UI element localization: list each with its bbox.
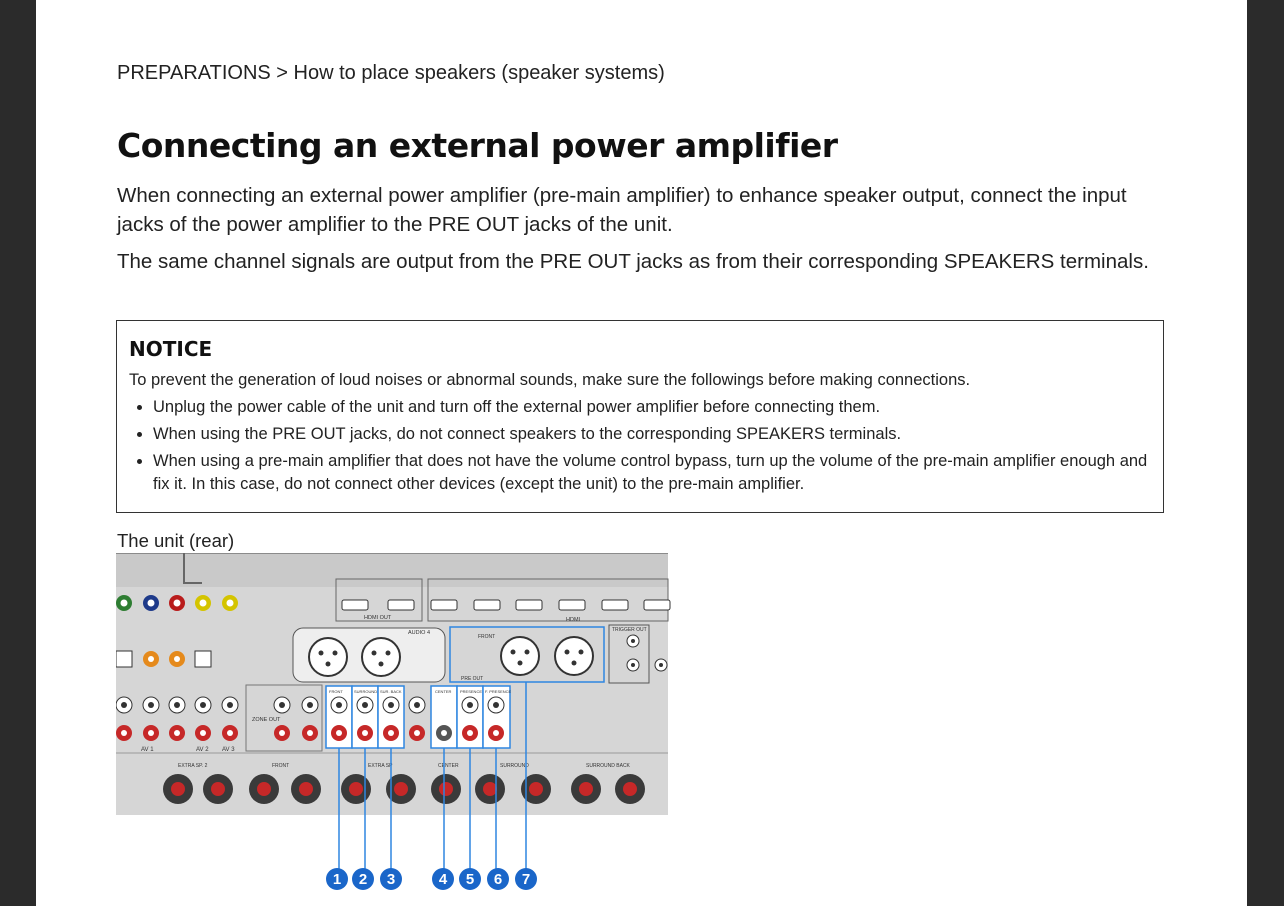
preout-label: SURROUND xyxy=(354,689,377,694)
intro-paragraph-2: The same channel signals are output from… xyxy=(117,250,1149,273)
trigger-out-label: TRIGGER OUT xyxy=(612,627,647,633)
callout-markers: 1 2 3 4 5 6 7 xyxy=(326,868,537,890)
hdmi-out-label: HDMI OUT xyxy=(364,615,392,621)
callout-number: 1 xyxy=(333,871,341,888)
preout-label: PRESENCE xyxy=(460,689,482,694)
rca-color-jacks xyxy=(116,595,238,611)
notice-box: NOTICE To prevent the generation of loud… xyxy=(116,320,1164,513)
speaker-label: SURROUND xyxy=(500,763,529,769)
audio4-label: AUDIO 4 xyxy=(408,630,430,636)
notice-title: NOTICE xyxy=(129,337,213,361)
breadcrumb[interactable]: PREPARATIONS > How to place speakers (sp… xyxy=(117,62,665,84)
callout-number: 6 xyxy=(494,871,502,888)
analog-audio-jacks xyxy=(116,696,239,741)
notice-item: When using a pre-main amplifier that doe… xyxy=(153,450,1151,496)
preout-label: CENTER xyxy=(435,689,452,694)
notice-item: When using the PRE OUT jacks, do not con… xyxy=(153,423,1151,446)
page-title: Connecting an external power amplifier xyxy=(117,126,838,165)
rear-panel-diagram: AV 1 AV 2 AV 3 HDMI OUT HDMI AUDIO 4 FRO… xyxy=(116,553,671,890)
pre-out-label: PRE OUT xyxy=(461,676,483,682)
speaker-terminals: EXTRA SP. 2 FRONT EXTRA SP CENTER SURROU… xyxy=(163,763,645,804)
speaker-label: SURROUND BACK xyxy=(586,763,631,769)
callout-marker-5 xyxy=(459,868,481,890)
pre-out-jacks xyxy=(325,626,605,749)
callout-marker-7 xyxy=(515,868,537,890)
callout-marker-6 xyxy=(487,868,509,890)
intro-paragraph-1: When connecting an external power amplif… xyxy=(117,184,1127,236)
xlr-connectors: AUDIO 4 FRONT PRE OUT xyxy=(292,627,594,683)
callout-marker-4 xyxy=(432,868,454,890)
speaker-label: CENTER xyxy=(438,763,459,769)
callout-lines xyxy=(338,682,527,871)
callout-number: 3 xyxy=(387,871,395,888)
callout-marker-3 xyxy=(380,868,402,890)
callout-number: 5 xyxy=(466,871,474,888)
callout-marker-2 xyxy=(352,868,374,890)
preout-label: FRONT xyxy=(329,689,343,694)
front-xlr-label: FRONT xyxy=(478,634,495,640)
av-label: AV 2 xyxy=(196,747,209,753)
document-page: PREPARATIONS > How to place speakers (sp… xyxy=(36,0,1247,906)
preout-label: F. PRESENCE xyxy=(485,689,512,694)
speaker-label: EXTRA SP. 2 xyxy=(178,763,208,769)
av-label: AV 1 xyxy=(141,747,154,753)
zone-out-label: ZONE OUT xyxy=(252,717,281,723)
notice-intro: To prevent the generation of loud noises… xyxy=(129,371,971,389)
hdmi-label: HDMI xyxy=(566,617,581,623)
callout-number: 7 xyxy=(522,871,530,888)
notice-list: Unplug the power cable of the unit and t… xyxy=(129,396,1151,496)
callout-number: 4 xyxy=(439,871,448,888)
av-label: AV 3 xyxy=(222,747,235,753)
notice-item: Unplug the power cable of the unit and t… xyxy=(153,396,1151,419)
optical-coaxial-jacks xyxy=(116,650,212,668)
preout-label: SUR. BACK xyxy=(380,689,402,694)
figure-caption: The unit (rear) xyxy=(117,530,235,551)
speaker-label: FRONT xyxy=(272,763,289,769)
callout-number: 2 xyxy=(359,871,367,888)
speaker-label: EXTRA SP xyxy=(368,763,393,769)
callout-marker-1 xyxy=(326,868,348,890)
